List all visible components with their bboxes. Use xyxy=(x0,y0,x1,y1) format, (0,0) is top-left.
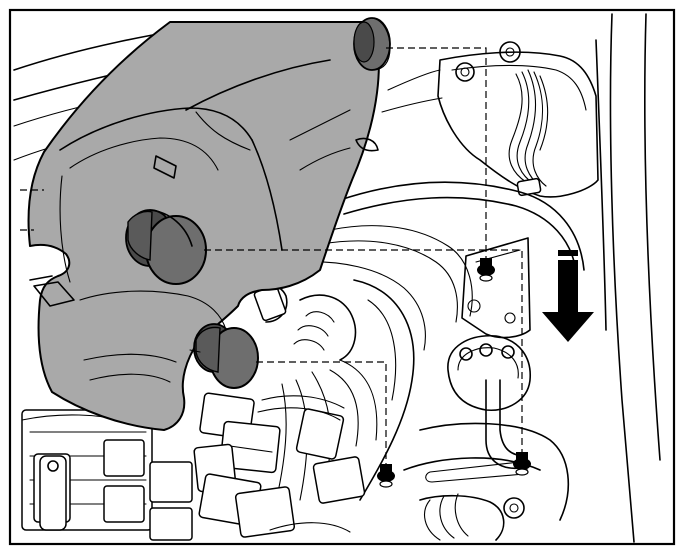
bracket-hole-1 xyxy=(455,62,475,82)
bracket-arm xyxy=(387,69,441,91)
alignment-lines xyxy=(20,47,523,470)
mount-bracket-lip xyxy=(451,64,587,111)
cover-ridge-6 xyxy=(289,109,351,141)
bracket-hole-1-inner xyxy=(460,67,470,77)
cover-body xyxy=(27,21,380,431)
bracket-hole-2 xyxy=(499,41,521,63)
stud-bracket-hole xyxy=(467,299,481,313)
mount-bracket xyxy=(437,51,599,198)
hose-c xyxy=(299,261,426,351)
cover-ridge-7 xyxy=(299,147,351,171)
connector-stack xyxy=(193,392,366,538)
dashline-top xyxy=(386,47,487,266)
body-panel-edge-2 xyxy=(643,13,661,461)
bracket-arm-2 xyxy=(381,97,443,113)
dashline-lower xyxy=(256,361,387,470)
pump-bolt-1 xyxy=(479,343,493,357)
cover-ridge-1 xyxy=(59,107,253,151)
grommet-lower xyxy=(189,323,259,389)
cover-ridge-9 xyxy=(79,290,227,331)
cover-ridge-11 xyxy=(89,373,171,383)
pump-bolt-3 xyxy=(501,345,515,359)
cover-tab xyxy=(153,155,177,179)
pump-housing xyxy=(447,335,531,411)
cover-clip-left-edge xyxy=(29,275,53,281)
cover-ridge-3 xyxy=(251,139,283,251)
lower-fitting-inner xyxy=(509,503,519,513)
lower-hose-clamp xyxy=(424,499,441,541)
lower-bracket xyxy=(419,422,570,521)
cover-ridge-2 xyxy=(185,59,331,111)
hose-a-inner xyxy=(343,196,577,273)
stud-bracket-upper xyxy=(461,237,531,339)
hose-b-inner xyxy=(321,240,458,323)
fuse-holder-cap xyxy=(47,460,59,472)
harness-top-right xyxy=(508,69,549,197)
cover-clip-left xyxy=(33,281,75,307)
down-arrow-icon xyxy=(542,250,594,342)
lower-hose-clamp-3 xyxy=(454,493,469,537)
cover-ridge-8 xyxy=(59,175,71,283)
pump-pipe xyxy=(485,379,521,469)
stud-lower-left xyxy=(377,464,395,488)
cover-clip-right xyxy=(355,137,379,152)
body-panel-fold xyxy=(595,39,607,331)
pump-bolt-2 xyxy=(459,347,473,361)
lower-fitting xyxy=(503,497,525,519)
engine-cover-panel xyxy=(27,21,380,431)
cover-ridge-4 xyxy=(69,137,219,171)
cover-ridge-10 xyxy=(83,353,177,363)
grommet-middle xyxy=(125,209,207,285)
grommet-top xyxy=(353,17,391,71)
stud-bracket-hole-2 xyxy=(504,312,516,324)
hose-a xyxy=(339,181,585,271)
hose-b xyxy=(329,225,473,317)
lower-pipe xyxy=(419,494,505,541)
bracket-hole-2-inner xyxy=(505,47,515,57)
stud-lower-right xyxy=(513,452,531,476)
cover-ridge-5 xyxy=(195,111,251,151)
lower-hose-clamp-2 xyxy=(439,495,455,539)
dashline-middle xyxy=(204,249,523,460)
body-panel-edge xyxy=(609,13,635,543)
fuse-holder xyxy=(39,455,67,531)
stud-upper-center xyxy=(477,258,495,282)
engine-bay-background xyxy=(13,13,661,543)
